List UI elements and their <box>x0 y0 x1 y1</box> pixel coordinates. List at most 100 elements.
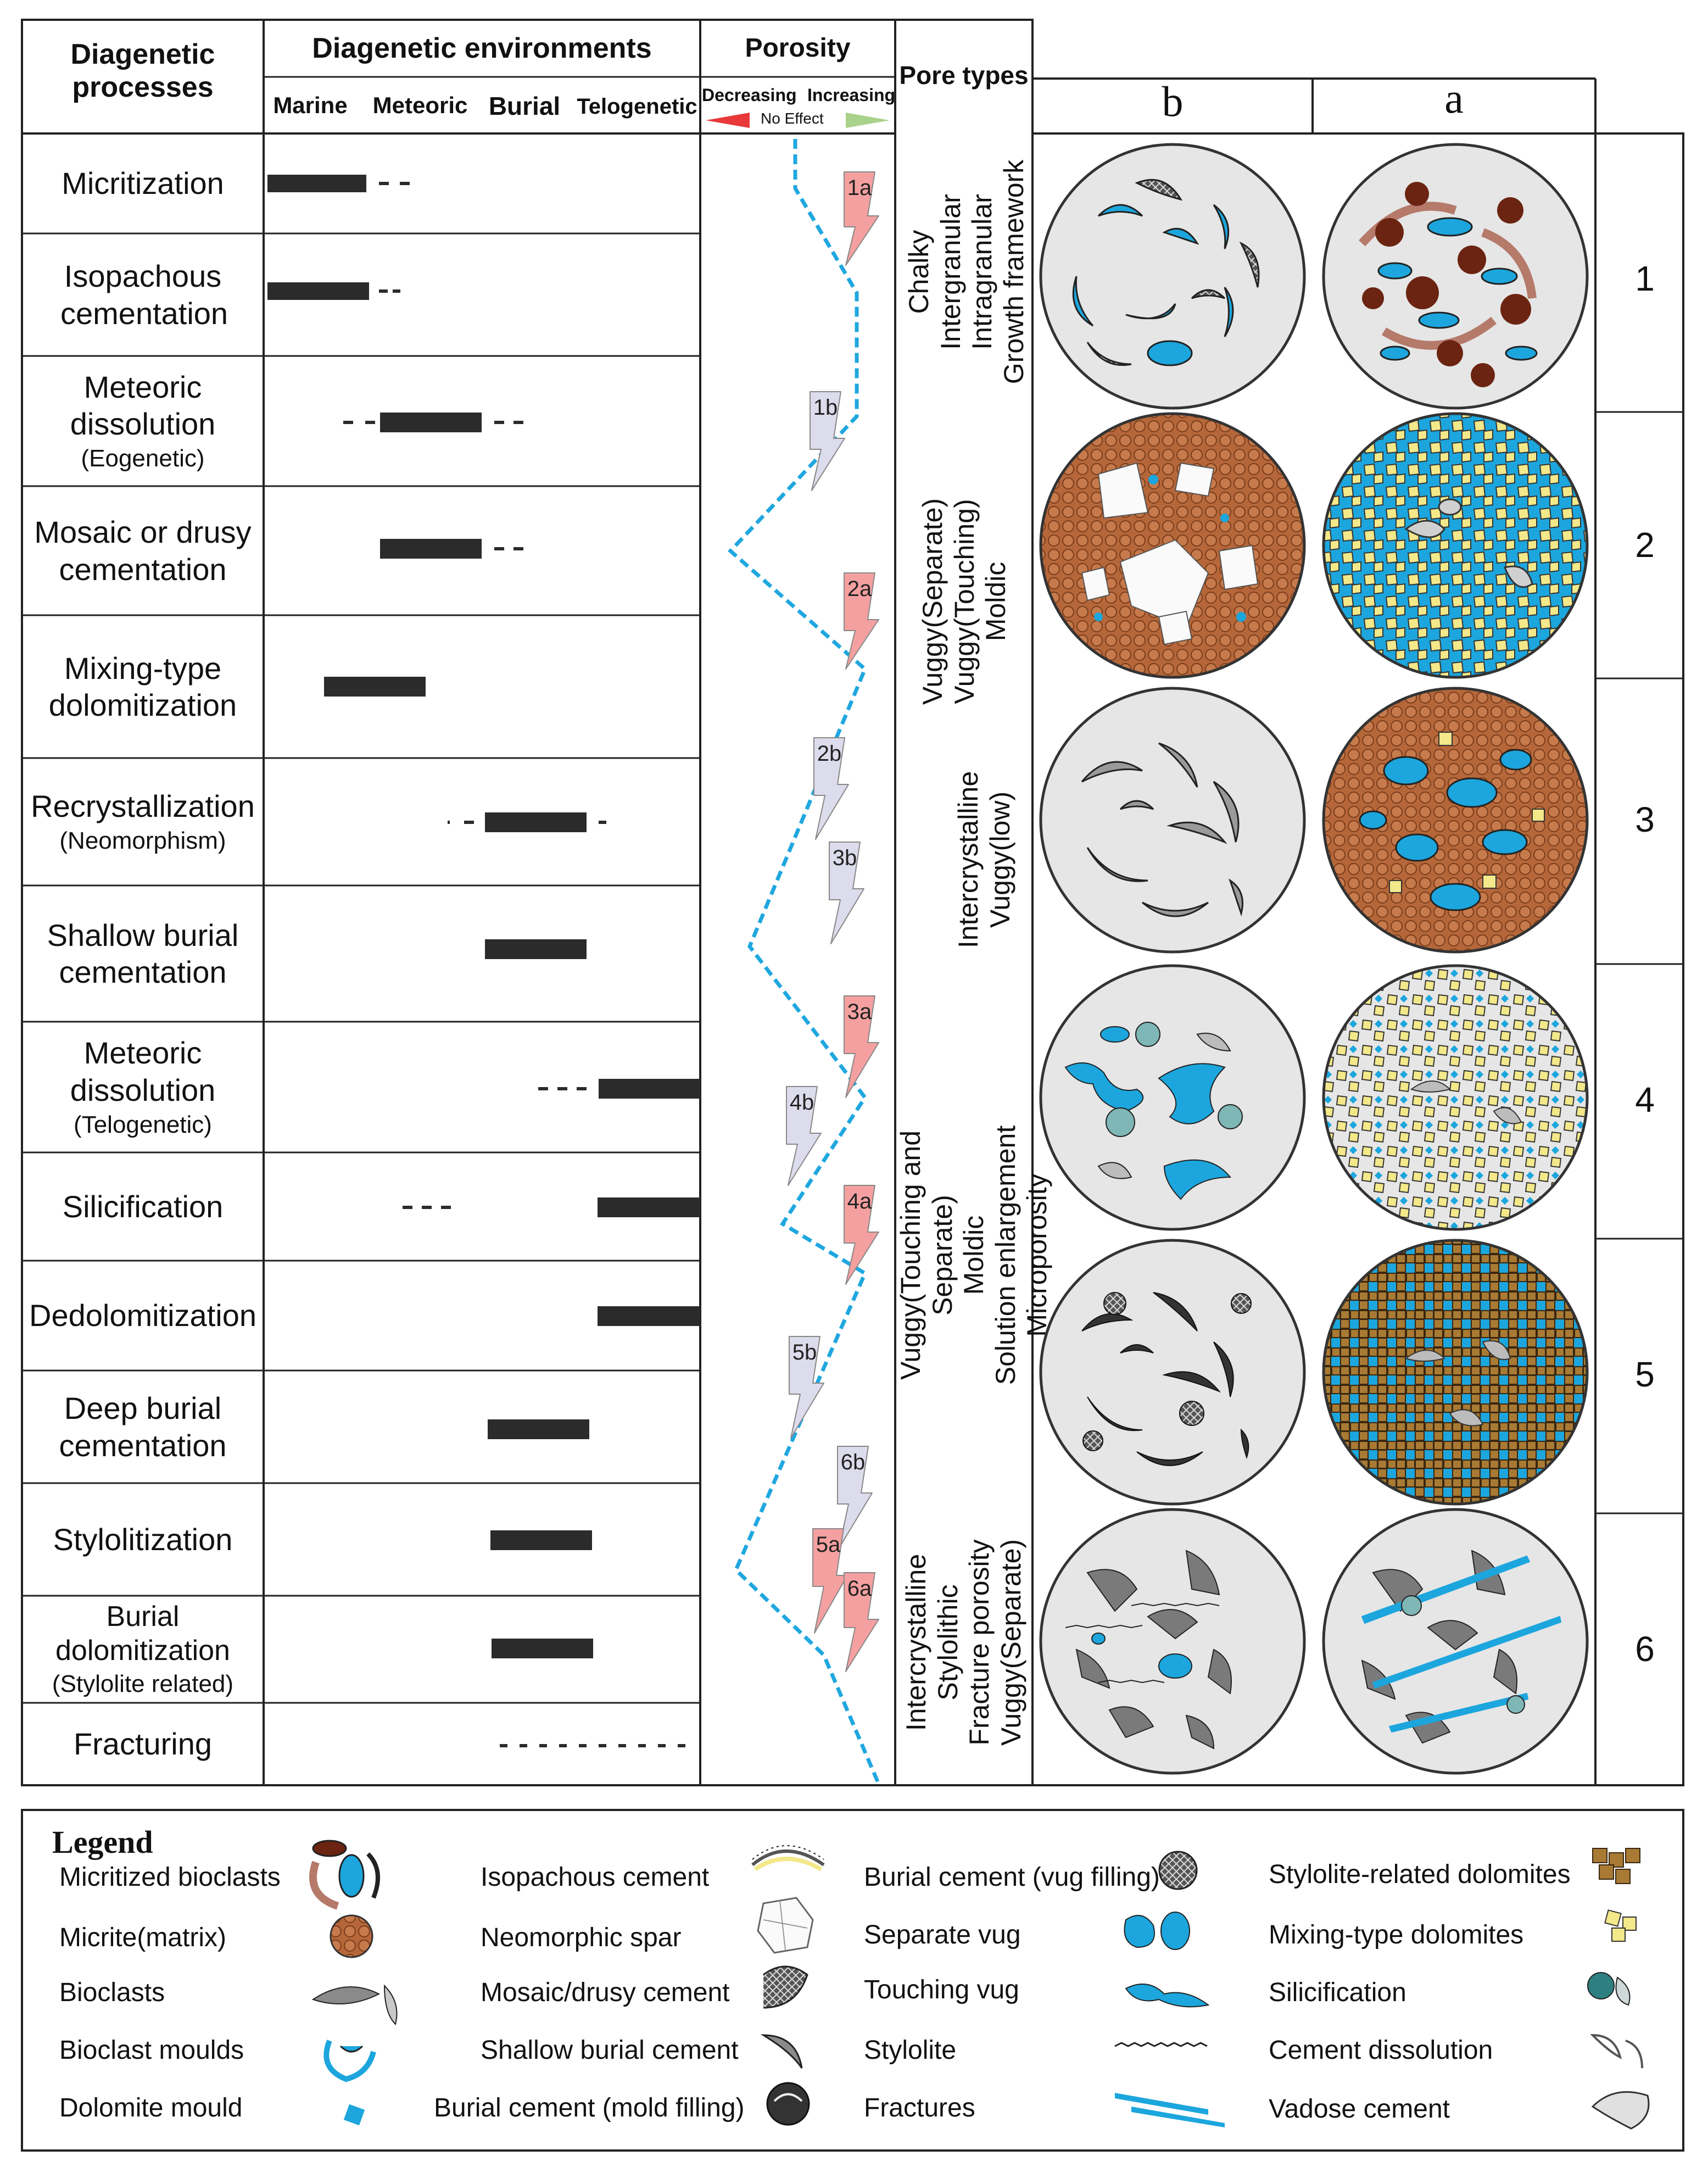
event-2b-marker <box>813 737 849 840</box>
panel-3b <box>1039 687 1306 954</box>
legend-neomorphic-spar: Neomorphic spar <box>481 1923 682 1952</box>
bar-burial-dolomitization <box>492 1639 593 1658</box>
bar-meteoric-eogenetic <box>380 413 482 432</box>
bar-deep-burial <box>488 1419 589 1439</box>
row-number-3: 3 <box>1635 800 1655 839</box>
bar-isopachous <box>267 282 369 300</box>
column-b-label: b <box>1162 77 1184 125</box>
decreasing-label: Decreasing <box>702 85 797 105</box>
symbol-shallow-burial-cement <box>760 2034 803 2069</box>
process-meteoric-dissolution-eogenetic: Meteoric dissolution(Eogenetic) <box>70 369 216 472</box>
processes-header: Diagenetic processes <box>70 38 215 103</box>
process-fracturing: Fracturing <box>73 1726 213 1762</box>
symbol-burial-cement-vug <box>1158 1851 1198 1890</box>
event-2a-label: 2a <box>847 577 872 601</box>
panel-4b <box>1039 964 1306 1231</box>
legend-micrite-matrix: Micrite(matrix) <box>59 1923 226 1952</box>
row-number-6: 6 <box>1635 1629 1655 1669</box>
panel-6b <box>1039 1508 1306 1775</box>
legend-mosaic-drusy-cement: Mosaic/drusy cement <box>481 1978 730 2007</box>
process-isopachous-cementation: Isopachous cementation <box>60 259 228 331</box>
bar-stylolitization <box>490 1530 592 1550</box>
legend-title: Legend <box>52 1824 153 1860</box>
event-5b-label: 5b <box>792 1340 817 1364</box>
bar-meteoric-telogenetic <box>599 1079 700 1099</box>
env-col-telogenetic: Telogenetic <box>577 94 697 119</box>
bar-silicification <box>598 1197 700 1217</box>
bar-mosaic <box>380 539 482 559</box>
event-5a-marker <box>812 1528 848 1634</box>
porosity-scale-arrows <box>706 113 890 128</box>
event-5a-label: 5a <box>816 1533 841 1557</box>
panel-3a <box>1322 687 1589 954</box>
legend-isopachous-cement: Isopachous cement <box>481 1863 710 1892</box>
bar-shallow-burial <box>485 939 587 959</box>
panel-2a <box>1322 412 1589 679</box>
event-3b-label: 3b <box>833 846 857 870</box>
event-3b-marker <box>829 842 864 944</box>
legend-shallow-burial-cement: Shallow burial cement <box>481 2036 739 2065</box>
env-col-burial: Burial <box>488 92 561 120</box>
process-shallow-burial-cementation: Shallow burial cementation <box>47 917 239 989</box>
legend-dolomite-mould: Dolomite mould <box>59 2093 243 2123</box>
bar-recrystallization <box>485 812 587 832</box>
column-a-label: a <box>1444 74 1464 122</box>
legend-separate-vug: Separate vug <box>864 1920 1021 1949</box>
process-meteoric-dissolution-telogenetic: Meteoric dissolution(Telogenetic) <box>70 1035 216 1138</box>
process-burial-dolomitization: Burial dolomitization(Stylolite related) <box>52 1600 234 1698</box>
event-4b-label: 4b <box>790 1090 814 1115</box>
row-number-5: 5 <box>1635 1355 1655 1394</box>
row-number-2: 2 <box>1635 525 1655 565</box>
symbol-vadose-cement <box>1591 2091 1650 2130</box>
legend-bioclasts: Bioclasts <box>59 1978 165 2007</box>
thin-section-panels <box>1039 143 1589 1775</box>
legend-fractures: Fractures <box>864 2093 975 2123</box>
legend-bioclast-moulds: Bioclast moulds <box>59 2036 244 2065</box>
legend-silicification: Silicification <box>1269 1978 1406 2007</box>
legend-vadose-cement: Vadose cement <box>1269 2094 1450 2124</box>
event-6b-label: 6b <box>841 1450 866 1474</box>
environment-bars <box>267 175 700 1747</box>
symbol-separate-vug <box>1124 1912 1190 1950</box>
panel-1b <box>1039 143 1306 410</box>
bar-mixing-dolomitization <box>324 677 426 697</box>
process-mosaic-drusy-cementation: Mosaic or drusy cementation <box>34 515 252 587</box>
legend-symbols <box>309 1840 1650 2130</box>
symbol-micrite <box>330 1914 373 1958</box>
event-2a-marker <box>844 572 879 670</box>
legend-stylolite-related-dolomites: Stylolite-related dolomites <box>1269 1860 1571 1889</box>
event-4a-label: 4a <box>847 1189 872 1213</box>
symbol-mixing-type-dolomites <box>1604 1909 1637 1942</box>
process-deep-burial-cementation: Deep burial cementation <box>59 1391 227 1463</box>
symbol-silicification <box>1587 1972 1631 2006</box>
symbol-dolomite-mould <box>343 2104 365 2126</box>
symbol-mosaic-drusy-cement <box>763 1965 808 2009</box>
symbol-isopachous-cement <box>751 1845 825 1871</box>
symbol-neomorphic-spar <box>757 1897 814 1954</box>
symbol-stylolite <box>1114 2042 1208 2047</box>
event-1a-label: 1a <box>847 176 872 200</box>
symbol-bioclasts <box>311 1984 398 2025</box>
event-2b-label: 2b <box>817 742 842 766</box>
process-micritization: Micritization <box>62 166 224 201</box>
panel-2b <box>1039 412 1306 679</box>
process-dedolomitization: Dedolomitization <box>29 1298 256 1333</box>
event-5b-marker <box>789 1336 824 1439</box>
legend-stylolite: Stylolite <box>864 2036 957 2065</box>
process-silicification: Silicification <box>62 1189 224 1224</box>
event-4a-marker <box>844 1185 879 1285</box>
environments-header: Diagenetic environments <box>312 32 652 64</box>
symbol-bioclast-moulds <box>323 2040 376 2082</box>
event-6b-marker <box>837 1446 873 1548</box>
event-3a-label: 3a <box>847 1000 872 1024</box>
panel-6a <box>1322 1508 1589 1775</box>
bar-micritization <box>267 175 366 192</box>
panel-1a <box>1322 143 1589 410</box>
event-6a-label: 6a <box>847 1576 872 1601</box>
pore-types-group-2: Vuggy(Separate)Vuggy(Touching)Moldic <box>917 498 1011 705</box>
